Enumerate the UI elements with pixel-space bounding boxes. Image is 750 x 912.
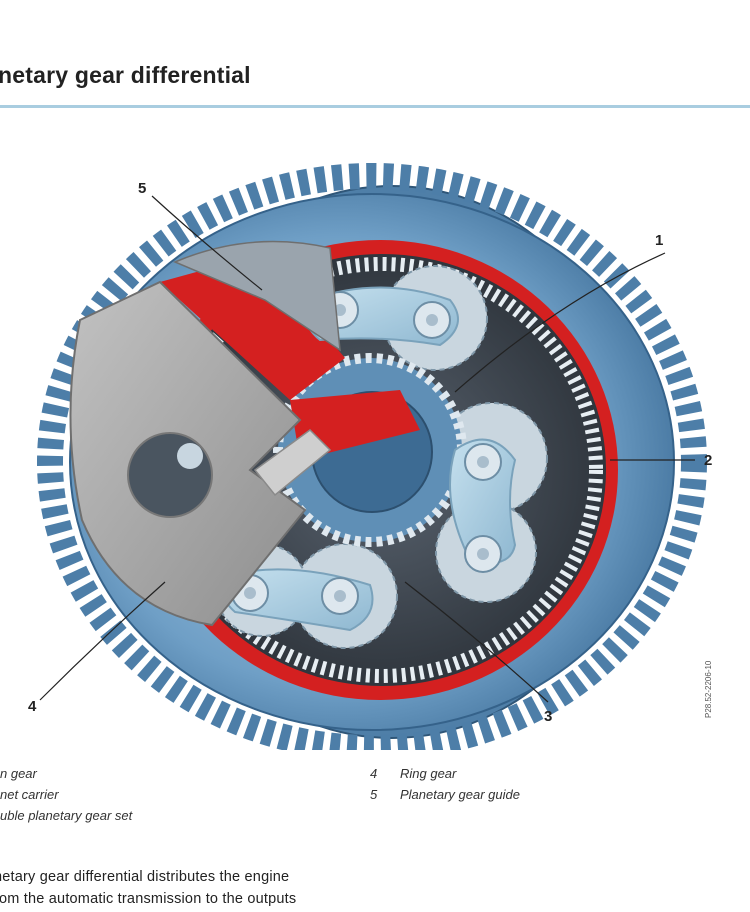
legend-number: 5 bbox=[370, 787, 378, 802]
legend-text: Ring gear bbox=[400, 766, 457, 781]
legend-number: 4 bbox=[370, 766, 378, 781]
housing-teeth-ring bbox=[37, 163, 707, 750]
image-code: P28.52-2206-10 bbox=[704, 660, 713, 718]
leader-1 bbox=[454, 252, 666, 393]
body-line: netary gear differential distributes the… bbox=[0, 869, 290, 885]
legend-text: uble planetary gear set bbox=[0, 808, 133, 823]
leader-5 bbox=[151, 195, 263, 291]
gear-guide-hole bbox=[127, 432, 213, 518]
callout-3: 3 bbox=[544, 708, 553, 725]
legend-text: n gear bbox=[0, 766, 37, 781]
callout-2: 2 bbox=[704, 452, 713, 469]
leader-3 bbox=[404, 581, 549, 703]
legend-text: net carrier bbox=[0, 787, 59, 802]
callout-4: 4 bbox=[28, 698, 37, 715]
gear-guide-shaft-slot bbox=[253, 429, 332, 497]
header-rule bbox=[0, 105, 750, 108]
leader-lines bbox=[39, 195, 695, 703]
planetary-gear-illustration bbox=[37, 163, 707, 750]
body-paragraph: netary gear differential distributes the… bbox=[0, 866, 750, 910]
body-line: rom the automatic transmission to the ou… bbox=[0, 891, 297, 907]
callout-1: 1 bbox=[655, 232, 664, 249]
leader-4 bbox=[39, 581, 166, 701]
bolt-centers bbox=[244, 304, 489, 602]
gear-guide-hole-pin bbox=[177, 443, 203, 469]
page-title: netary gear differential bbox=[0, 62, 251, 88]
red-wedge bbox=[160, 255, 345, 400]
gear-guide-upper bbox=[173, 240, 341, 352]
legend-text: Planetary gear guide bbox=[400, 787, 520, 802]
callout-5: 5 bbox=[138, 180, 147, 197]
